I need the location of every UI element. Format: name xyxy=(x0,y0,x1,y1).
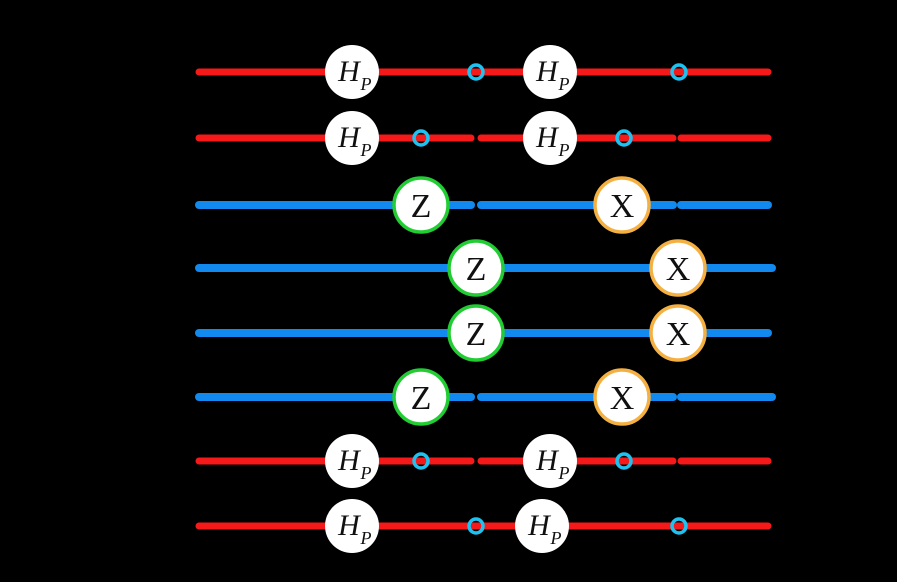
control-ring-icon xyxy=(670,517,688,535)
gate-label: Z xyxy=(466,316,487,353)
gate-ring-g18[interactable] xyxy=(412,452,430,470)
control-ring-icon xyxy=(467,63,485,81)
gate-label: X xyxy=(610,188,635,225)
gate-label: H xyxy=(337,55,362,88)
control-ring-icon xyxy=(615,452,633,470)
gate-label: Z xyxy=(411,188,432,225)
gate-circle xyxy=(523,45,577,99)
control-ring-icon xyxy=(467,517,485,535)
gate-ring-g20[interactable] xyxy=(615,452,633,470)
gate-label-subscript: P xyxy=(360,463,372,483)
gate-ring-g8[interactable] xyxy=(615,129,633,147)
gate-label: H xyxy=(535,121,560,154)
control-ring-icon xyxy=(412,129,430,147)
gate-circle xyxy=(392,176,450,234)
gate-ring-g2[interactable] xyxy=(467,63,485,81)
gate-x-g10[interactable]: X xyxy=(593,176,651,234)
gate-circle xyxy=(649,304,707,362)
gate-label: H xyxy=(337,509,362,542)
gate-circle xyxy=(325,434,379,488)
gate-label-subscript: P xyxy=(360,140,372,160)
gate-circle xyxy=(523,434,577,488)
gate-z-g9[interactable]: Z xyxy=(392,176,450,234)
gate-label-subscript: P xyxy=(558,74,570,94)
gate-label: X xyxy=(666,251,691,288)
gate-z-g13[interactable]: Z xyxy=(447,304,505,362)
gate-z-g11[interactable]: Z xyxy=(447,239,505,297)
gate-label: H xyxy=(337,121,362,154)
control-ring-icon xyxy=(670,63,688,81)
gate-ring-g6[interactable] xyxy=(412,129,430,147)
gate-x-g14[interactable]: X xyxy=(649,304,707,362)
gate-label: X xyxy=(610,380,635,417)
gate-circle xyxy=(515,499,569,553)
gate-circle xyxy=(593,368,651,426)
gate-label: H xyxy=(337,444,362,477)
control-ring-icon xyxy=(615,129,633,147)
gate-label: Z xyxy=(466,251,487,288)
gate-circle xyxy=(447,304,505,362)
gate-label: H xyxy=(535,55,560,88)
gate-x-g12[interactable]: X xyxy=(649,239,707,297)
gate-circle xyxy=(593,176,651,234)
gate-label: H xyxy=(527,509,552,542)
gate-circle xyxy=(649,239,707,297)
gate-ring-g4[interactable] xyxy=(670,63,688,81)
gate-circle xyxy=(392,368,450,426)
gate-circle xyxy=(447,239,505,297)
wire-layer xyxy=(195,68,776,530)
gate-x-g16[interactable]: X xyxy=(593,368,651,426)
gate-label-subscript: P xyxy=(360,74,372,94)
gate-circle xyxy=(523,111,577,165)
gate-circle xyxy=(325,499,379,553)
gate-label-subscript: P xyxy=(360,528,372,548)
gate-ring-g24[interactable] xyxy=(670,517,688,535)
gate-label: H xyxy=(535,444,560,477)
gate-circle xyxy=(325,45,379,99)
gate-label-subscript: P xyxy=(550,528,562,548)
control-ring-icon xyxy=(412,452,430,470)
gate-label-subscript: P xyxy=(558,140,570,160)
gate-z-g15[interactable]: Z xyxy=(392,368,450,426)
gate-ring-g22[interactable] xyxy=(467,517,485,535)
gate-circle xyxy=(325,111,379,165)
gate-label: Z xyxy=(411,380,432,417)
gate-label-subscript: P xyxy=(558,463,570,483)
gate-label: X xyxy=(666,316,691,353)
